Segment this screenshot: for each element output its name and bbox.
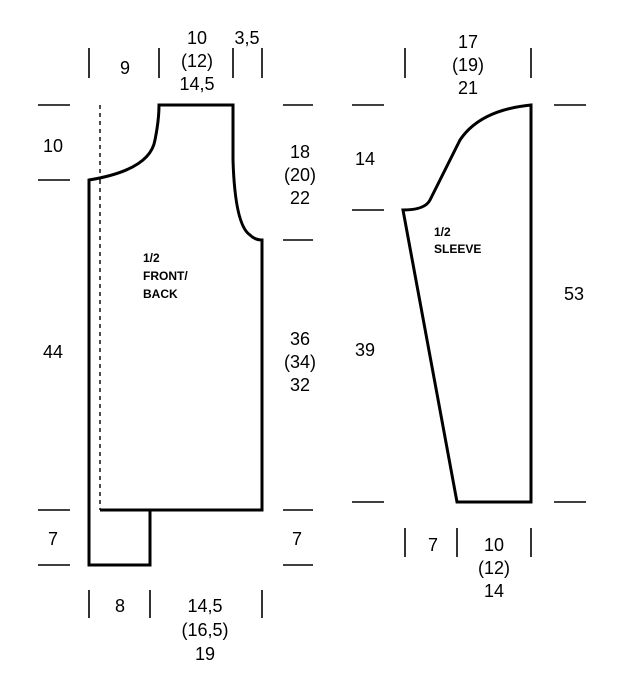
body-outline bbox=[87, 103, 264, 567]
sleeve-label-line2: SLEEVE bbox=[434, 242, 481, 256]
body-piece: 1/2 FRONT/ BACK 9 10 (12) 14,5 3,5 10 44… bbox=[38, 28, 316, 664]
bottom-width-label-1: 14,5 bbox=[187, 596, 222, 616]
sleeve-bottom-width-label-1: 10 bbox=[484, 535, 504, 555]
neck-width-label-3: 14,5 bbox=[179, 74, 214, 94]
body-label-line2: FRONT/ bbox=[143, 269, 188, 283]
side-length-label-3: 32 bbox=[290, 375, 310, 395]
edge-width-label: 3,5 bbox=[234, 28, 259, 48]
body-band-right-label: 7 bbox=[292, 529, 302, 549]
sleeve-piece: 1/2 SLEEVE 17 (19) 21 14 39 53 7 10 (12)… bbox=[352, 32, 586, 601]
neck-depth-label: 10 bbox=[43, 136, 63, 156]
sleeve-outline bbox=[401, 103, 533, 504]
shoulder-width-label: 9 bbox=[120, 58, 130, 78]
armhole-label-1: 18 bbox=[290, 142, 310, 162]
sleeve-total-label: 53 bbox=[564, 284, 584, 304]
sleeve-cuff-label: 7 bbox=[428, 535, 438, 555]
sleeve-label-line1: 1/2 bbox=[434, 225, 451, 239]
side-length-label-2: (34) bbox=[284, 352, 316, 372]
armhole-label-3: 22 bbox=[290, 188, 310, 208]
armhole-label-2: (20) bbox=[284, 165, 316, 185]
sleeve-top-label-3: 21 bbox=[458, 78, 478, 98]
bottom-width-label-2: (16,5) bbox=[181, 620, 228, 640]
sleeve-bottom-width-label-2: (12) bbox=[478, 558, 510, 578]
sleeve-length-label: 39 bbox=[355, 340, 375, 360]
sleeve-bottom-width-label-3: 14 bbox=[484, 581, 504, 601]
side-length-label-1: 36 bbox=[290, 329, 310, 349]
neck-width-label-2: (12) bbox=[181, 51, 213, 71]
body-length-label: 44 bbox=[43, 342, 63, 362]
body-band-left-label: 7 bbox=[48, 529, 58, 549]
sleeve-top-label-1: 17 bbox=[458, 32, 478, 52]
bottom-width-label-3: 19 bbox=[195, 644, 215, 664]
neck-width-label-1: 10 bbox=[187, 28, 207, 48]
sleeve-cap-label: 14 bbox=[355, 149, 375, 169]
band-width-label: 8 bbox=[115, 596, 125, 616]
sleeve-top-label-2: (19) bbox=[452, 55, 484, 75]
body-label-line1: 1/2 bbox=[143, 251, 160, 265]
body-label-line3: BACK bbox=[143, 287, 178, 301]
